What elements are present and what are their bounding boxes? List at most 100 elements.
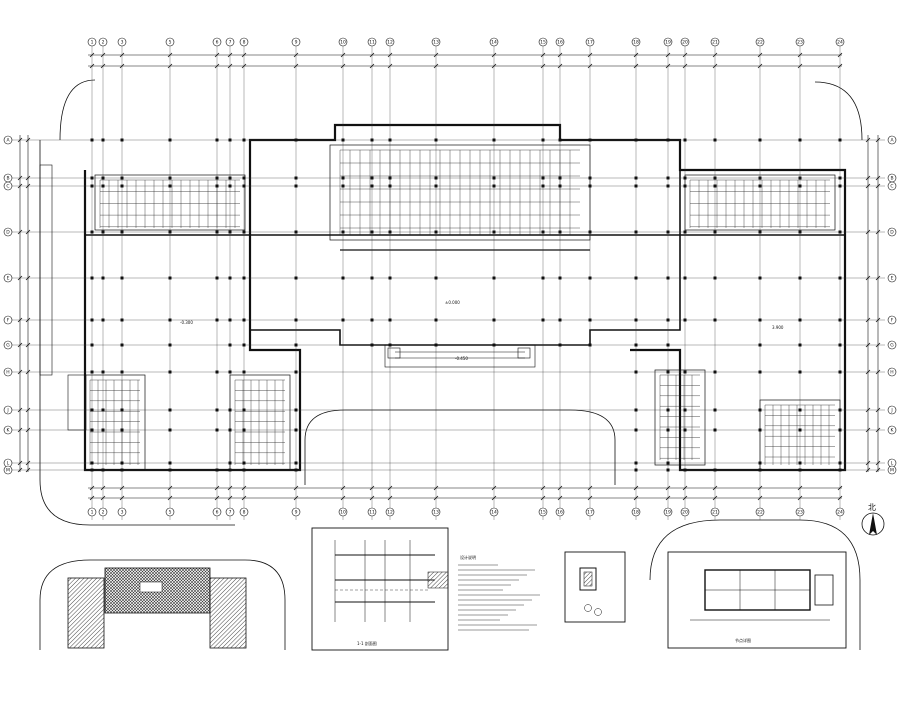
grid-bubble-label: 14 (491, 40, 497, 46)
grid-bubble (680, 507, 690, 517)
dimension-tick (119, 485, 125, 491)
grid-bubble-label: 19 (665, 510, 671, 516)
ramp (39, 164, 87, 431)
grid-bubble-label: 11 (369, 510, 375, 516)
grid-bubble (887, 181, 897, 191)
grid-bubble-label: 13 (433, 510, 439, 516)
column (798, 184, 802, 188)
dimension-tick (17, 460, 23, 466)
grid-bubble (431, 507, 441, 517)
grid-bubble-label: C (6, 184, 9, 190)
column (120, 408, 124, 412)
column (168, 461, 172, 465)
entrance-steps (384, 344, 536, 368)
column (541, 276, 545, 280)
grid-bubble (87, 37, 97, 47)
grid-bubble-label: L (7, 461, 10, 467)
grid-bubble-label: G (6, 343, 10, 349)
column (370, 184, 374, 188)
column (588, 276, 592, 280)
column (120, 276, 124, 280)
dimension-tick (682, 52, 688, 58)
column (370, 318, 374, 322)
dimension-tick (875, 342, 881, 348)
column (798, 468, 802, 472)
dimension-tick (757, 63, 763, 69)
column (492, 318, 496, 322)
dimension-tick (797, 495, 803, 501)
grid-bubble (3, 273, 13, 283)
column (758, 343, 762, 347)
column (713, 408, 717, 412)
column (558, 276, 562, 280)
dimension-tick (25, 229, 31, 235)
column (666, 370, 670, 374)
dimension-tick (865, 317, 871, 323)
dimension-tick (837, 63, 843, 69)
column (838, 343, 842, 347)
grid-bubble-label: 15 (540, 510, 546, 516)
dimension-tick (491, 485, 497, 491)
column (90, 276, 94, 280)
dimension-tick (227, 485, 233, 491)
column (242, 428, 246, 432)
grid-bubble (212, 507, 222, 517)
column (341, 176, 345, 180)
grid-bubble (887, 227, 897, 237)
dimension-tick (17, 229, 23, 235)
column (492, 276, 496, 280)
north-arrow (861, 512, 885, 536)
dimension-tick (167, 485, 173, 491)
column (120, 318, 124, 322)
column (101, 408, 105, 412)
column (228, 343, 232, 347)
dimension-tick (540, 63, 546, 69)
structural-grid (12, 45, 885, 520)
grid-bubble (585, 37, 595, 47)
dimension-tick (633, 495, 639, 501)
dimension-tick (293, 485, 299, 491)
column (120, 461, 124, 465)
column (388, 230, 392, 234)
grid-bubble (3, 181, 13, 191)
dimension-tick (119, 495, 125, 501)
column (120, 176, 124, 180)
column (588, 176, 592, 180)
column (294, 184, 298, 188)
column (798, 318, 802, 322)
column (558, 176, 562, 180)
column (838, 468, 842, 472)
dimension-tick (491, 63, 497, 69)
grid-bubble (489, 37, 499, 47)
dimension-tick (25, 317, 31, 323)
column (588, 184, 592, 188)
column (370, 276, 374, 280)
column (434, 318, 438, 322)
column (558, 184, 562, 188)
column (242, 408, 246, 412)
grid-bubble-label: 17 (587, 40, 593, 46)
dimension-tick (17, 275, 23, 281)
column (341, 230, 345, 234)
column (294, 343, 298, 347)
grid-bubble (239, 37, 249, 47)
dimension-tick (214, 495, 220, 501)
column (492, 138, 496, 142)
grid-bubble-label: E (7, 276, 10, 282)
column (798, 370, 802, 374)
column (758, 276, 762, 280)
column (713, 184, 717, 188)
grid-bubble-label: K (891, 428, 895, 434)
dimension-tick (167, 495, 173, 501)
dimension-tick (757, 485, 763, 491)
grid-bubble-label: 21 (712, 510, 718, 516)
grid-bubble (710, 37, 720, 47)
dimension-tick (17, 175, 23, 181)
column (588, 343, 592, 347)
grid-bubble (887, 465, 897, 475)
detail-drawing (564, 551, 626, 623)
grid-bubble-label: M (6, 468, 10, 474)
column (683, 230, 687, 234)
column (294, 408, 298, 412)
grid-bubble-label: 5 (169, 510, 172, 516)
